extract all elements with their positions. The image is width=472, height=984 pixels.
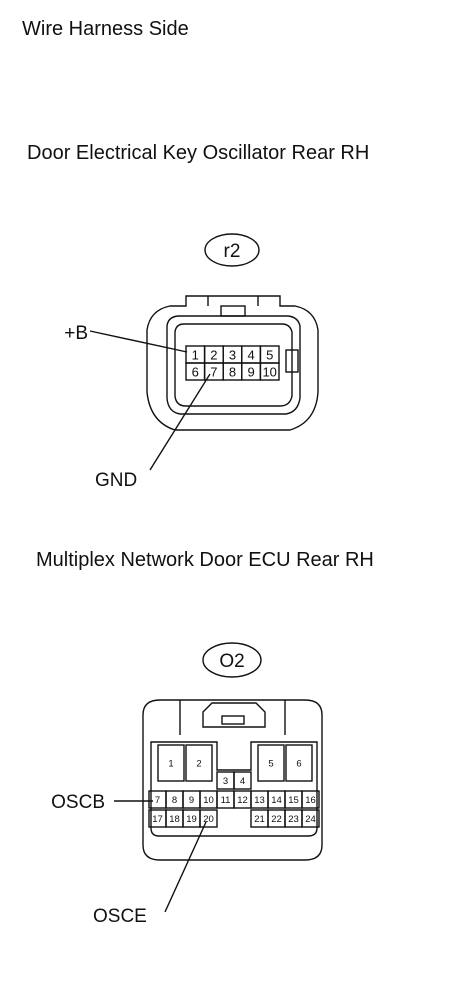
header-wire-harness-side: Wire Harness Side bbox=[22, 18, 189, 40]
o2-pin-label: 22 bbox=[271, 814, 282, 825]
r2-pin-label: 4 bbox=[247, 348, 254, 363]
o2-pin-label: 4 bbox=[240, 776, 245, 787]
o2-pin-label: 20 bbox=[203, 814, 214, 825]
connector-o2-latch bbox=[202, 702, 266, 728]
o2-pin-cell bbox=[301, 809, 320, 828]
o2-pin-label: 2 bbox=[196, 759, 201, 770]
connector-r2-code: r2 bbox=[224, 241, 241, 262]
o2-pin-label: 11 bbox=[221, 795, 231, 806]
r2-pin-label: 8 bbox=[229, 365, 236, 380]
o2-pin-label: 12 bbox=[237, 795, 248, 806]
r2-pin-cell bbox=[259, 362, 280, 381]
o2-pin-label: 13 bbox=[254, 795, 265, 806]
r2-pin-label: 10 bbox=[262, 365, 276, 380]
o2-pin-cell bbox=[157, 744, 185, 782]
connector-o2-inner-face bbox=[150, 741, 318, 837]
o2-pin-label: 24 bbox=[305, 814, 316, 825]
o2-pin-label: 23 bbox=[288, 814, 299, 825]
o2-pin-label: 8 bbox=[172, 795, 177, 806]
r2-pin-label: 7 bbox=[210, 365, 217, 380]
connector-o2-code: O2 bbox=[219, 651, 244, 672]
r2-pin-label: 2 bbox=[210, 348, 217, 363]
connector-r2-title: Door Electrical Key Oscillator Rear RH bbox=[27, 142, 370, 164]
leader-gnd bbox=[149, 373, 211, 471]
o2-pin-label: 6 bbox=[296, 759, 301, 770]
connector-r2-key bbox=[285, 349, 299, 373]
connector-r2-code-oval bbox=[204, 233, 260, 267]
connector-o2-side-ribs bbox=[179, 700, 286, 735]
o2-pin-label: 17 bbox=[152, 814, 163, 825]
connector-r2-latch bbox=[207, 296, 259, 306]
o2-pin-label: 9 bbox=[189, 795, 194, 806]
label-oscb: OSCB bbox=[51, 792, 105, 813]
label-osce: OSCE bbox=[93, 906, 147, 927]
connector-o2-latch-tab bbox=[221, 715, 245, 725]
leader-osce bbox=[164, 821, 207, 913]
o2-pin-label: 7 bbox=[155, 795, 160, 806]
r2-pin-label: 5 bbox=[266, 348, 273, 363]
o2-pin-cell bbox=[257, 744, 285, 782]
connector-r2-inner-face bbox=[174, 323, 293, 407]
o2-pin-cell bbox=[199, 809, 218, 828]
o2-pin-label: 18 bbox=[169, 814, 180, 825]
o2-pin-label: 21 bbox=[254, 814, 265, 825]
o2-pin-label: 19 bbox=[186, 814, 197, 825]
o2-pin-cell bbox=[301, 790, 320, 809]
o2-pin-label: 16 bbox=[305, 795, 316, 806]
label-gnd: GND bbox=[95, 470, 137, 491]
o2-pin-label: 10 bbox=[203, 795, 214, 806]
o2-pin-label: 3 bbox=[223, 776, 228, 787]
connector-o2-housing bbox=[142, 699, 323, 861]
connector-o2-title: Multiplex Network Door ECU Rear RH bbox=[36, 549, 374, 571]
o2-pin-cell bbox=[233, 771, 252, 790]
o2-pin-label: 14 bbox=[271, 795, 282, 806]
label-plus-b: +B bbox=[64, 323, 88, 344]
r2-pin-label: 9 bbox=[247, 365, 254, 380]
connector-o2-code-oval bbox=[202, 642, 262, 678]
leader-plus-b bbox=[89, 330, 188, 353]
r2-pin-label: 3 bbox=[229, 348, 236, 363]
r2-pin-label: 1 bbox=[192, 348, 199, 363]
connector-r2-inner-outline bbox=[166, 315, 301, 415]
o2-pin-label: 15 bbox=[288, 795, 299, 806]
o2-pin-cell bbox=[185, 744, 213, 782]
r2-pin-label: 6 bbox=[192, 365, 199, 380]
o2-pin-cell bbox=[285, 744, 313, 782]
o2-pin-label: 5 bbox=[268, 759, 273, 770]
connector-r2-latch-tab bbox=[220, 305, 246, 317]
connector-r2-housing bbox=[146, 295, 319, 431]
o2-pin-label: 1 bbox=[168, 759, 173, 770]
